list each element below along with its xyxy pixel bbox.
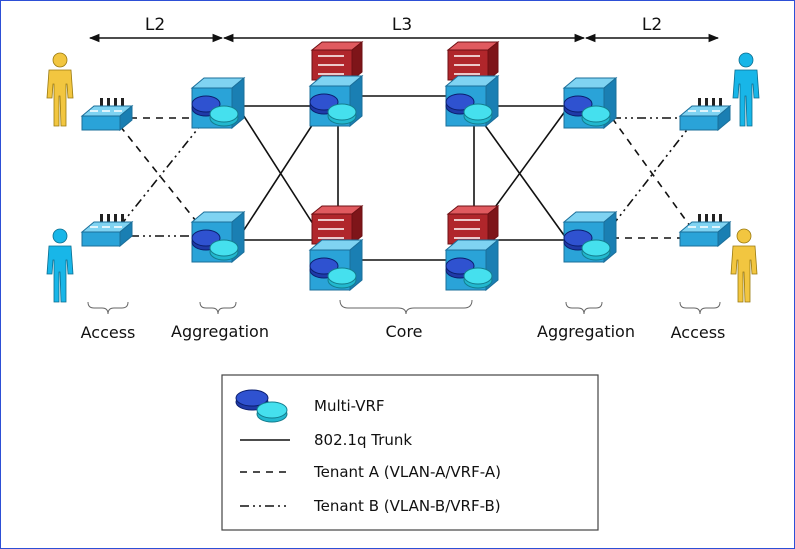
legend: Multi-VRF 802.1q Trunk Tenant A (VLAN-A/… (221, 374, 599, 531)
legend-box (221, 374, 599, 531)
core-node-left-top (309, 41, 363, 127)
legend-tenant-b-label: Tenant B (VLAN-B/VRF-B) (313, 497, 501, 515)
tier-label-aggregation-left: Aggregation (171, 322, 269, 341)
legend-tenant-a-label: Tenant A (VLAN-A/VRF-A) (313, 463, 501, 481)
layer-label-l3: L3 (392, 15, 412, 35)
tier-braces (87, 299, 721, 315)
tier-label-access-right: Access (671, 323, 726, 342)
tenant-a-links (119, 117, 691, 239)
multi-vrf-icon (235, 389, 288, 423)
access-switch-right-bottom (679, 213, 731, 247)
layer-label-l2-left: L2 (145, 15, 165, 35)
user-tenant-a-left (46, 52, 74, 127)
access-switch-left-top (81, 97, 133, 131)
tier-label-core: Core (385, 322, 422, 341)
access-switch-right-top (679, 97, 731, 131)
user-tenant-b-right (732, 52, 760, 127)
user-tenant-a-right (730, 228, 758, 303)
tier-label-access-left: Access (81, 323, 136, 342)
tier-label-aggregation-right: Aggregation (537, 322, 635, 341)
core-node-right-bottom (445, 205, 499, 291)
user-tenant-b-left (46, 228, 74, 303)
core-node-left-bottom (309, 205, 363, 291)
core-node-right-top (445, 41, 499, 127)
aggregation-switch-right-top (563, 77, 617, 129)
trunk-links (239, 95, 567, 261)
aggregation-switch-left-top (191, 77, 245, 129)
access-switch-left-bottom (81, 213, 133, 247)
tenant-b-links (119, 117, 691, 237)
legend-multi-vrf-label: Multi-VRF (314, 397, 385, 415)
layer-label-l2-right: L2 (642, 15, 662, 35)
legend-trunk-label: 802.1q Trunk (314, 431, 412, 449)
aggregation-switch-right-bottom (563, 211, 617, 263)
aggregation-switch-left-bottom (191, 211, 245, 263)
